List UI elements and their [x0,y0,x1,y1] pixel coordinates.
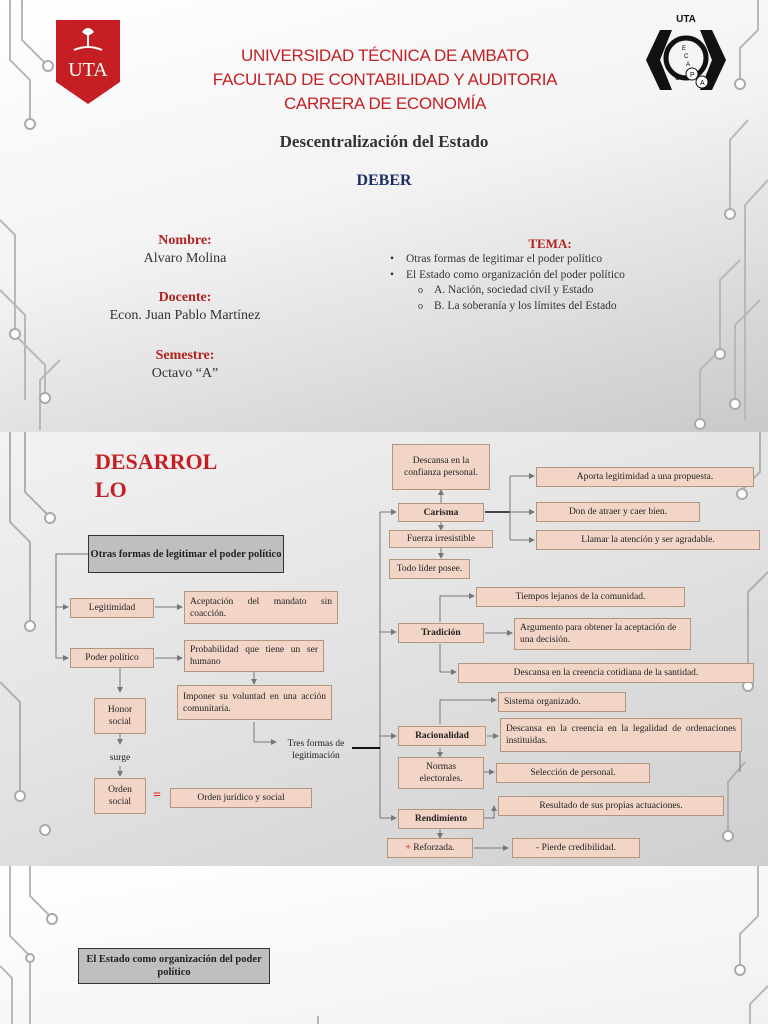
carisma-box: Carisma [398,503,484,522]
docente-value: Econ. Juan Pablo Martínez [60,308,310,324]
legitimidad-box: Legitimidad [70,598,154,618]
svg-text:E: E [682,46,686,52]
legitimidad-definition: Aceptación del mandato sin coacción. [184,591,338,624]
semestre-label: Semestre: [60,348,310,364]
argumento-box: Argumento para obtener la aceptación de … [514,618,691,650]
tradicion-box: Tradición [398,623,484,643]
estado-topic-box: El Estado como organización del poder po… [78,948,270,984]
orden-social-box: Orden social [94,778,146,814]
university-name: UNIVERSIDAD TÉCNICA DE AMBATO [190,44,580,68]
normas-box: Normas electorales. [398,757,484,789]
surge-label: surge [98,752,142,764]
desarrollo-title-line: DESARROL [95,448,235,476]
svg-text:A: A [700,80,705,87]
svg-text:UTA: UTA [68,59,108,81]
imponer-box: Imponer su voluntad en una acción comuni… [177,685,332,720]
tiempos-box: Tiempos lejanos de la comunidad. [476,587,685,607]
semestre-value: Octavo “A” [60,366,310,382]
carisma-item: Llamar la atención y ser agradable. [536,530,760,550]
legalidad-box: Descansa en la creencia en la legalidad … [500,718,742,752]
svg-text:C: C [684,54,689,60]
desarrollo-title: DESARROL LO [95,448,235,504]
concept-map-slide: DESARROL LO Otras formas de legitimar el… [0,432,768,866]
todo-lider-box: Todo líder posee. [389,559,470,579]
tema-list: Otras formas de legitimar el poder polít… [390,252,720,314]
fuerza-box: Fuerza irresistible [389,530,493,548]
plus-sign: + [405,842,410,854]
university-heading: UNIVERSIDAD TÉCNICA DE AMBATO FACULTAD D… [190,44,580,116]
semestre-block: Semestre: Octavo “A” [60,348,310,382]
seleccion-box: Selección de personal. [496,763,650,783]
tema-subitem: A. Nación, sociedad civil y Estado [390,283,720,299]
main-topic-box: Otras formas de legitimar el poder polít… [88,535,284,573]
pierde-box: - Pierde credibilidad. [512,838,640,858]
estado-slide: El Estado como organización del poder po… [0,866,768,1024]
racionalidad-box: Racionalidad [398,726,486,746]
career-name: CARRERA DE ECONOMÍA [190,92,580,116]
creencia-santidad-box: Descansa en la creencia cotidiana de la … [458,663,754,683]
circuit-decoration [0,866,768,1024]
uta-logo: UTA [56,20,120,104]
reforzada-label: Reforzada. [413,842,454,854]
carisma-item: Don de atraer y caer bien. [536,502,700,522]
docente-block: Docente: Econ. Juan Pablo Martínez [60,290,310,324]
svg-text:A: A [686,62,690,68]
subject-title: Descentralización del Estado [0,132,768,152]
confianza-box: Descansa en la confianza personal. [392,444,490,490]
tema-label: TEMA: [490,236,610,252]
orden-juridico-box: Orden jurídico y social [170,788,312,808]
sistema-box: Sistema organizado. [498,692,626,712]
equals-sign: = [153,788,161,804]
cpa-logo: UTA E C A C P A [640,10,732,102]
resultado-box: Resultado de sus propias actuaciones. [498,796,724,816]
honor-social-box: Honor social [94,698,146,734]
deber-label: DEBER [0,172,768,190]
nombre-label: Nombre: [60,233,310,249]
carisma-item: Aporta legitimidad a una propuesta. [536,467,754,487]
desarrollo-title-line: LO [95,476,235,504]
svg-text:P: P [690,72,695,79]
reforzada-box: + Reforzada. [387,838,473,858]
tres-formas-label: Tres formas de legitimación [276,738,356,762]
docente-label: Docente: [60,290,310,306]
faculty-name: FACULTAD DE CONTABILIDAD Y AUDITORIA [190,68,580,92]
svg-text:UTA: UTA [676,14,696,25]
nombre-block: Nombre: Alvaro Molina [60,233,310,267]
svg-text:C: C [675,75,680,82]
tema-subitem: B. La soberanía y los límites del Estado [390,299,720,315]
nombre-value: Alvaro Molina [60,251,310,267]
poder-politico-box: Poder político [70,648,154,668]
rendimiento-box: Rendimiento [398,809,484,829]
tema-item: Otras formas de legitimar el poder polít… [390,252,720,268]
poder-definition: Probabilidad que tiene un ser humano [184,640,324,672]
title-slide: UTA UNIVERSIDAD TÉCNICA DE AMBATO FACULT… [0,0,768,432]
tema-item: El Estado como organización del poder po… [390,268,720,284]
